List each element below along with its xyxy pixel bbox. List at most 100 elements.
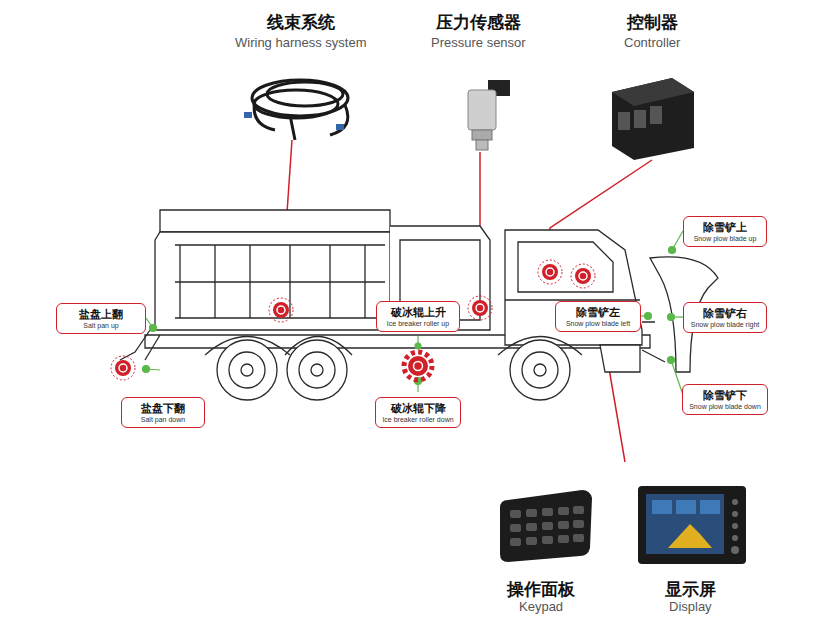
wiring-harness-image-part [267,82,343,106]
sensor-markers-part [269,298,293,322]
green-leader-lines-part [415,343,421,349]
sensor-markers-part-part [575,268,591,284]
keypad-image-part-part [526,523,537,531]
green-leader-lines-part [645,313,652,320]
display-image-part [732,523,738,529]
sensor-markers-part [404,352,432,380]
component-subtitle: Controller [624,35,680,50]
component-subtitle: Wiring harness system [235,35,366,50]
pressure-sensor-image-part [468,90,496,130]
box-heading: 盐盘下翻 [127,401,199,415]
truck-drawing-part [120,330,160,360]
truck-drawing [120,210,718,400]
box-subtitle: Salt pan up [62,321,140,330]
wiring-harness-image-part [254,100,348,140]
keypad-image-part-part [573,506,584,514]
box-heading: 除雪铲下 [688,388,762,402]
sensor-markers-part-part [546,268,554,276]
keypad-image-part-part [510,538,521,546]
truck-drawing-part [175,245,385,318]
component-subtitle: Keypad [519,599,563,614]
keypad-image-part-part [558,507,569,515]
box-heading: 除雪铲上 [689,220,761,234]
label-box: 除雪铲右Snow plow blade right [683,302,767,333]
keypad-image-part-part [510,510,521,518]
pressure-sensor-image-part [476,140,488,150]
keypad-image-part-part [510,524,521,532]
keypad-image-part-part [542,522,553,530]
controller-image-part [634,110,646,128]
green-leader-lines-part [668,314,675,321]
display-image-part [700,500,720,514]
display-image-part [732,499,738,505]
pressure-sensor-image [468,80,510,150]
display-image-part [646,494,724,554]
keypad-image-part-part [573,520,584,528]
sensor-markers-part-part [542,264,558,280]
green-leader-lines-part [143,366,150,373]
box-heading: 破冰辊上升 [382,305,454,319]
controller-image [612,78,694,160]
component-title: 操作面板 [507,578,575,601]
keypad-image-part-part [526,537,537,545]
sensor-markers-part [538,260,562,284]
component-title: 显示屏 [665,578,716,601]
component-title: 控制器 [627,11,678,34]
box-heading: 除雪铲左 [561,305,635,319]
truck-drawing-part [160,210,390,232]
controller-image-part [612,78,694,106]
controller-image-part [618,112,630,130]
box-subtitle: Snow plow blade right [689,320,761,329]
green-leader-lines-part [668,357,675,364]
keypad-image-part [500,490,592,562]
display-image-part [732,535,738,541]
sensor-markers-part-part [408,356,428,376]
keypad-image-part-part [573,534,584,542]
box-heading: 破冰辊下降 [381,401,455,415]
truck-drawing-part [155,232,390,330]
keypad-image-part [510,506,584,546]
label-box: 破冰辊下降Ice breaker roller down [375,397,461,428]
sensor-markers-part-part [476,304,484,312]
display-image-part [732,511,738,517]
truck-drawing-part [180,245,365,318]
sensor-markers-part-part [273,302,289,318]
keypad-image-part-part [542,508,553,516]
sensor-markers-part-part [468,296,492,320]
display-image-part [676,500,696,514]
truck-drawing-part [241,364,253,376]
label-box: 除雪铲上Snow plow blade up [683,216,767,247]
sensor-markers-part-part [571,264,595,288]
label-box: 除雪铲左Snow plow blade left [555,301,641,332]
truck-drawing-part [510,340,570,400]
sensor-markers-part-part [119,364,127,372]
sensor-markers-part-part [538,260,562,284]
truck-drawing-part [522,352,558,388]
keypad-image-part-part [542,536,553,544]
keypad-image [500,490,592,562]
wiring-harness-image-part [336,124,344,130]
sensor-markers-part-part [269,298,293,322]
green-leader-lines-part [669,247,676,254]
component-title: 压力传感器 [436,11,521,34]
truck-drawing-part [534,364,546,376]
truck-drawing-part [229,352,265,388]
label-box: 破冰辊上升Ice breaker roller up [376,301,460,332]
display-image-part [638,486,746,564]
display-image-part [731,546,739,554]
box-subtitle: Ice breaker roller down [381,415,455,424]
truck-drawing-part [600,345,640,372]
wiring-harness-image-part [244,112,252,118]
display-image-part [668,524,712,548]
box-subtitle: Ice breaker roller up [382,319,454,328]
label-box: 除雪铲下Snow plow blade down [682,384,768,415]
component-title: 线束系统 [267,11,335,34]
truck-drawing-part [505,230,642,345]
truck-drawing-part [642,322,665,362]
wiring-harness-image [244,80,348,140]
green-leader-lines-part [150,325,157,332]
sensor-markers [111,260,595,380]
sensor-markers-part-part [111,356,135,380]
keypad-image-part-part [558,521,569,529]
truck-drawing-part [287,340,347,400]
